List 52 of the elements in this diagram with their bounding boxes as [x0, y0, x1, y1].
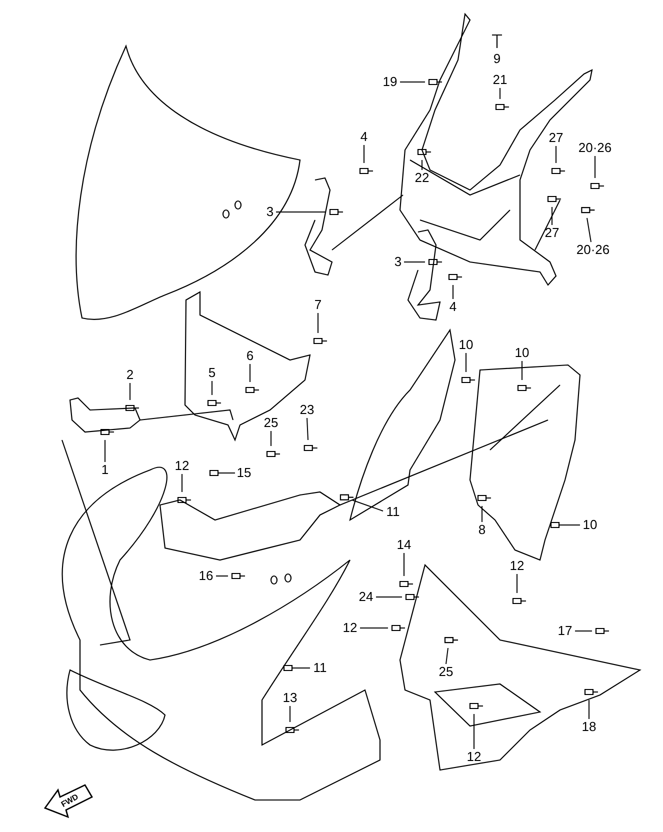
callout-number: 22	[414, 171, 430, 185]
callout-number: 10	[458, 338, 474, 352]
callout-number: 10	[514, 346, 530, 360]
leader-line	[452, 284, 454, 300]
callout-number: 3	[266, 205, 274, 219]
callout-number: 25	[438, 665, 454, 679]
callout-number: 11	[313, 661, 327, 675]
callout-number: 11	[386, 505, 400, 519]
direction-label: FWD	[58, 791, 81, 812]
callout-number: 19	[382, 75, 398, 89]
callout-number: 3	[394, 255, 402, 269]
leader-line	[562, 524, 580, 526]
leader-line	[270, 430, 272, 446]
callout-number: 24	[358, 590, 374, 604]
leader-line	[222, 472, 236, 474]
callout-number: 12	[174, 459, 190, 473]
callout-number: 7	[314, 298, 322, 312]
leader-line	[588, 700, 590, 720]
callout-number: 15	[236, 466, 252, 480]
leader-line	[516, 574, 518, 594]
callout-number: 1	[101, 463, 109, 477]
callout-number: 23	[300, 403, 314, 417]
leader-line	[446, 648, 448, 664]
leader-line	[586, 218, 592, 242]
leader-line	[376, 596, 402, 598]
callout-number: 16	[198, 569, 214, 583]
callout-number: 2	[126, 368, 134, 382]
callout-number: 12	[342, 621, 358, 635]
leader-line	[352, 500, 384, 512]
callout-number: 25	[264, 416, 278, 430]
callout-number: 4	[360, 130, 368, 144]
leader-line	[574, 630, 592, 632]
leader-line	[104, 440, 106, 462]
callout-number: 5	[208, 366, 216, 380]
callout-number: 21	[492, 73, 508, 87]
callout-number: 18	[582, 720, 596, 734]
callout-number: 20·26	[578, 141, 612, 155]
callout-number: 14	[396, 538, 412, 552]
callout-number: 27	[548, 131, 564, 145]
leader-line	[306, 418, 308, 440]
callout-number: 27	[544, 226, 560, 240]
callout-number: 9	[493, 52, 501, 66]
callout-number: 13	[282, 691, 298, 705]
callout-number: 4	[449, 300, 457, 314]
callout-number: 8	[478, 523, 486, 537]
callout-number: 6	[246, 349, 254, 363]
callout-number: 17	[558, 624, 572, 638]
leader-line	[594, 156, 596, 178]
callout-number: 12	[466, 750, 482, 764]
callout-number: 12	[510, 559, 524, 573]
callout-number: 10	[582, 518, 598, 532]
callout-number: 20·26	[576, 243, 610, 257]
